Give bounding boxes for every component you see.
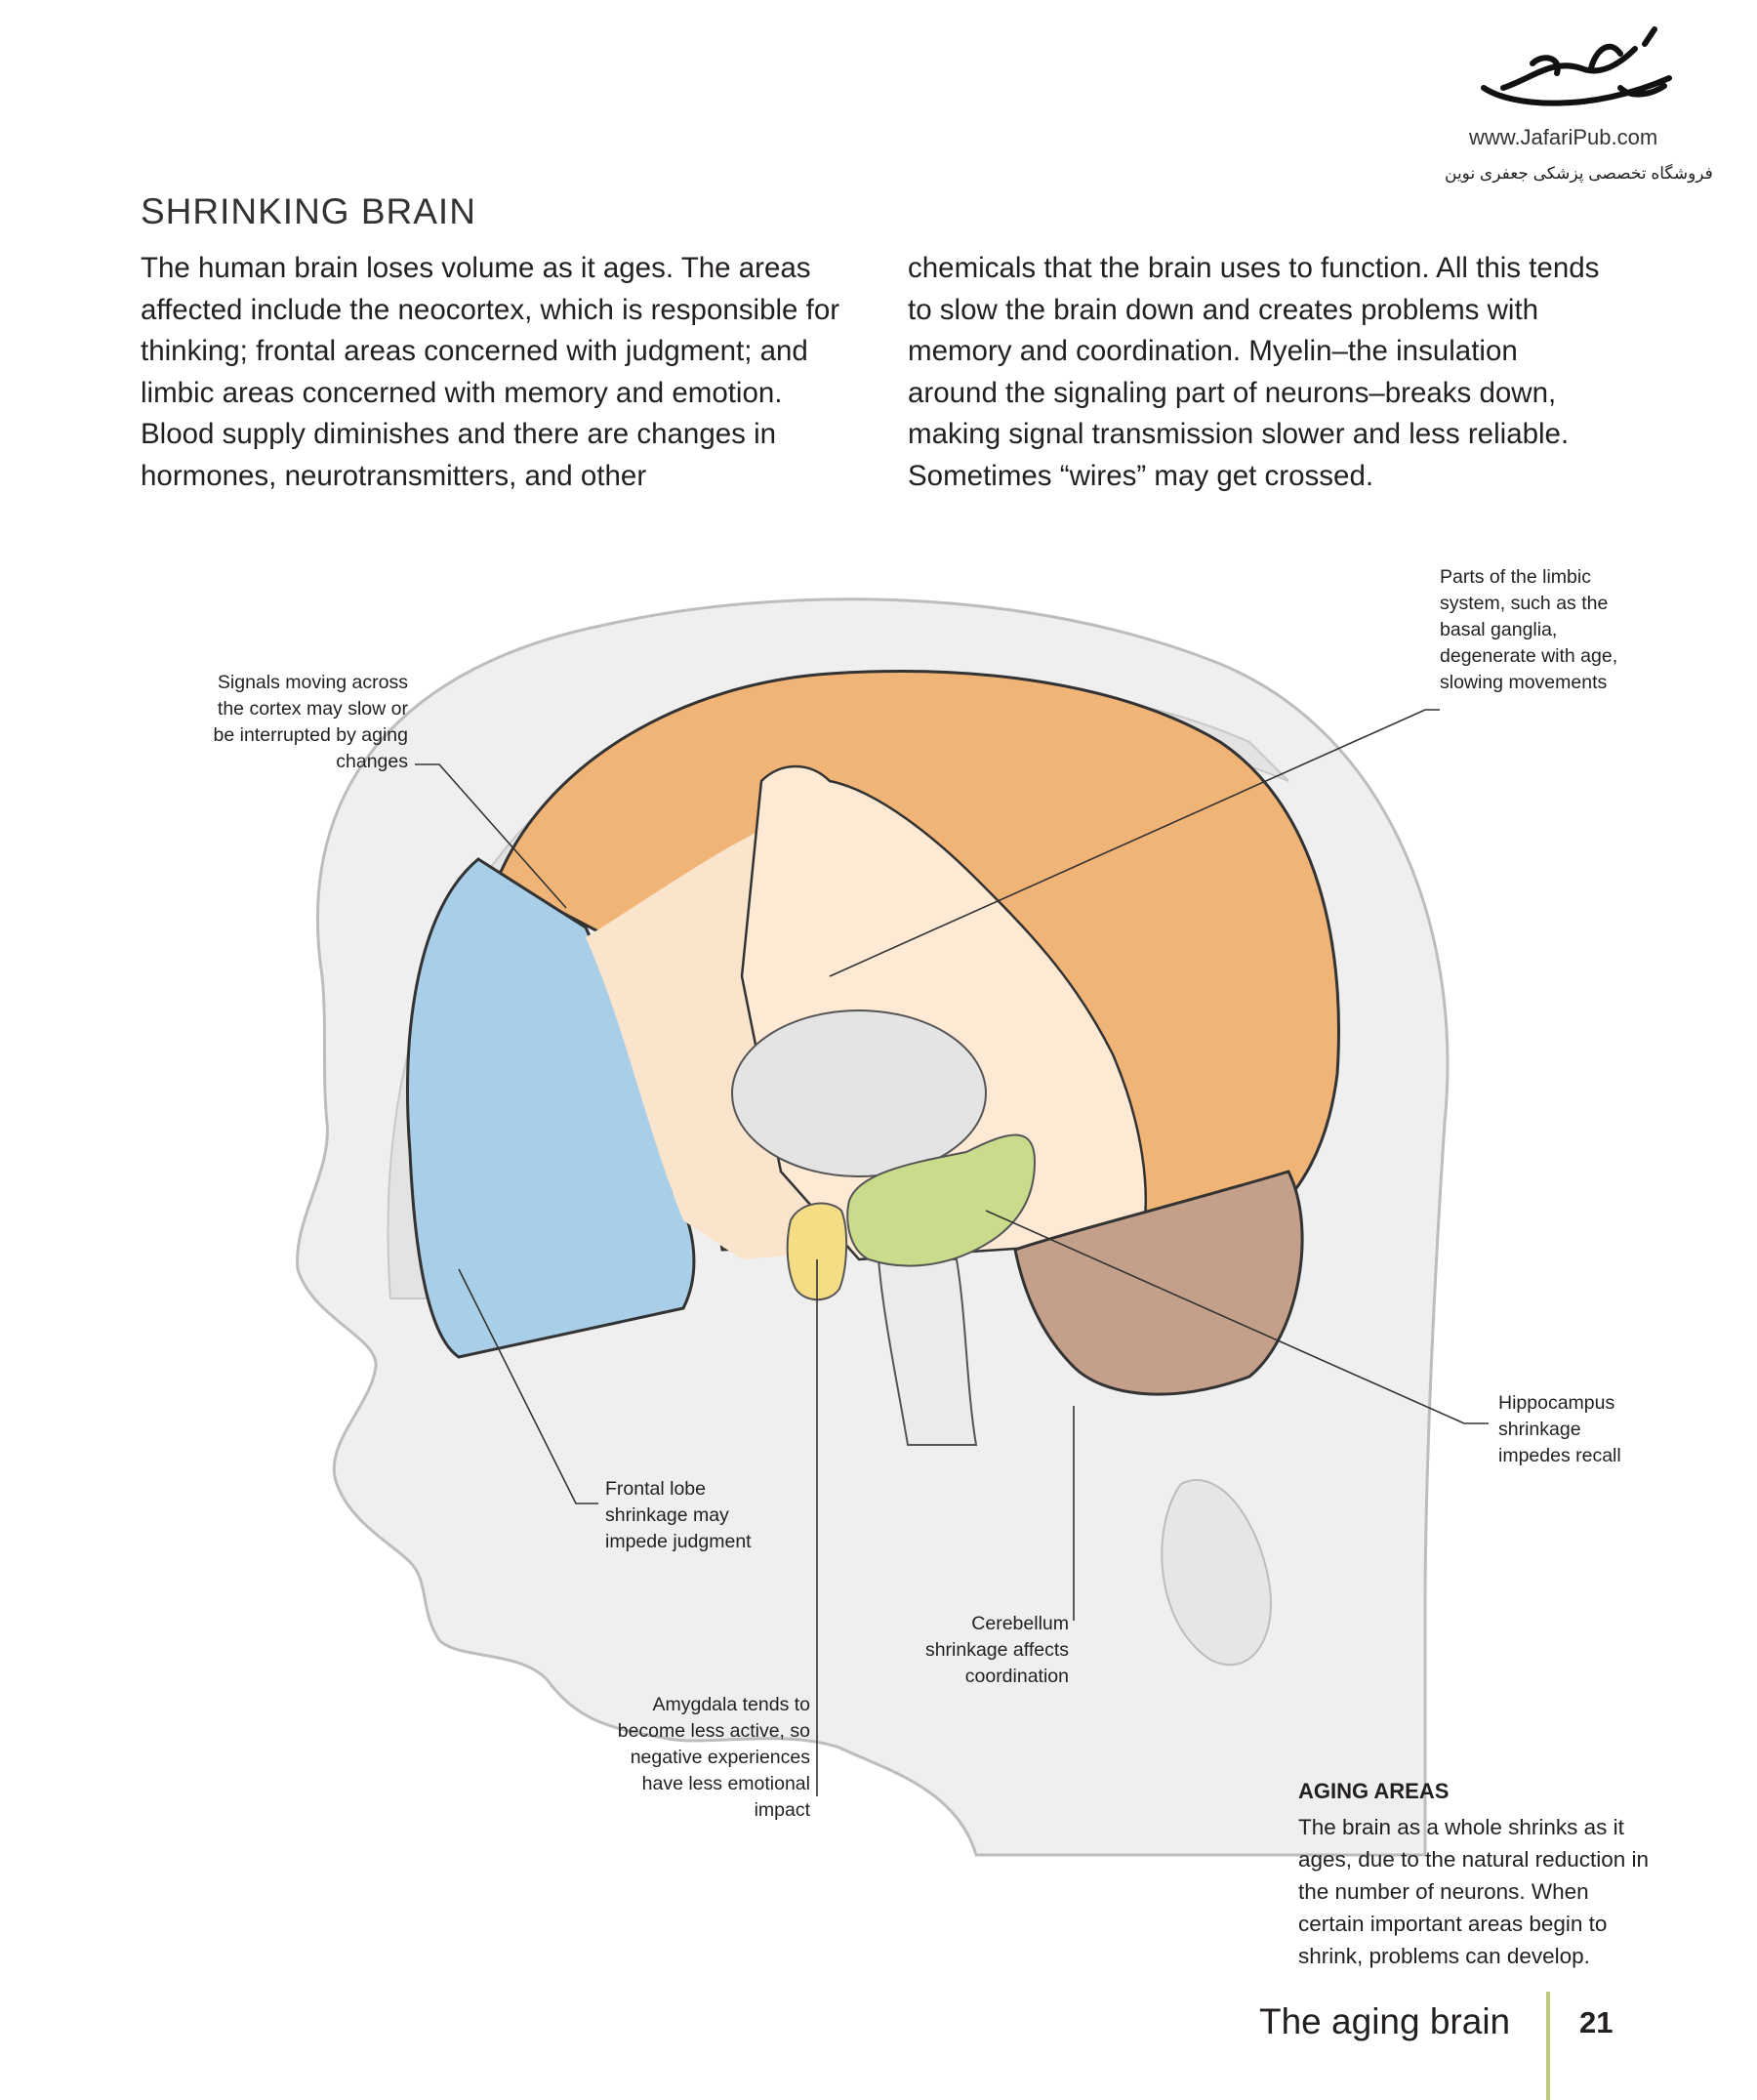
leader-signals [415, 763, 567, 909]
aging-areas-title: AGING AREAS [1298, 1779, 1450, 1803]
cerebellum [1013, 1170, 1304, 1396]
callout-signals: Signals moving across the cortex may slo… [213, 672, 408, 772]
brainstem [877, 1258, 978, 1446]
footer-section-title: The aging brain [1259, 2001, 1511, 2041]
publisher-logo [1474, 20, 1689, 122]
amygdala-yellow [786, 1202, 848, 1301]
logo-persian-text: فروشگاه تخصصی پزشکی جعفری نوین [1445, 164, 1713, 183]
section-heading: SHRINKING BRAIN [141, 191, 476, 231]
aging-areas-text: The brain as a whole shrinks as it ages,… [1298, 1815, 1650, 1968]
footer-divider [1546, 1992, 1550, 2100]
leader-limbic [829, 709, 1440, 977]
thalamus-gray [731, 1009, 987, 1177]
leader-hippocampus [985, 1210, 1489, 1424]
calligraphy-logo-icon [1481, 26, 1672, 106]
logo-url: www.JafariPub.com [1469, 125, 1658, 149]
body-column-2: chemicals that the brain uses to functio… [908, 252, 1600, 492]
callout-amygdala: Amygdala tends to become less active, so… [617, 1694, 810, 1821]
body-column-1: The human brain loses volume as it ages.… [141, 252, 840, 492]
page-number: 21 [1579, 2005, 1614, 2039]
leader-frontal [458, 1268, 598, 1504]
callout-frontal-lobe: Frontal lobe shrinkage may impede judgme… [605, 1478, 752, 1552]
hippocampus-green [846, 1133, 1037, 1267]
callout-hippocampus: Hippocampus shrinkage impedes recall [1498, 1392, 1621, 1466]
callout-cerebellum: Cerebellum shrinkage affects coordinatio… [924, 1613, 1069, 1687]
frontal-lobe-blue [406, 857, 696, 1359]
ear-shape [1161, 1479, 1272, 1667]
callout-limbic-system: Parts of the limbic system, such as the … [1440, 566, 1618, 693]
